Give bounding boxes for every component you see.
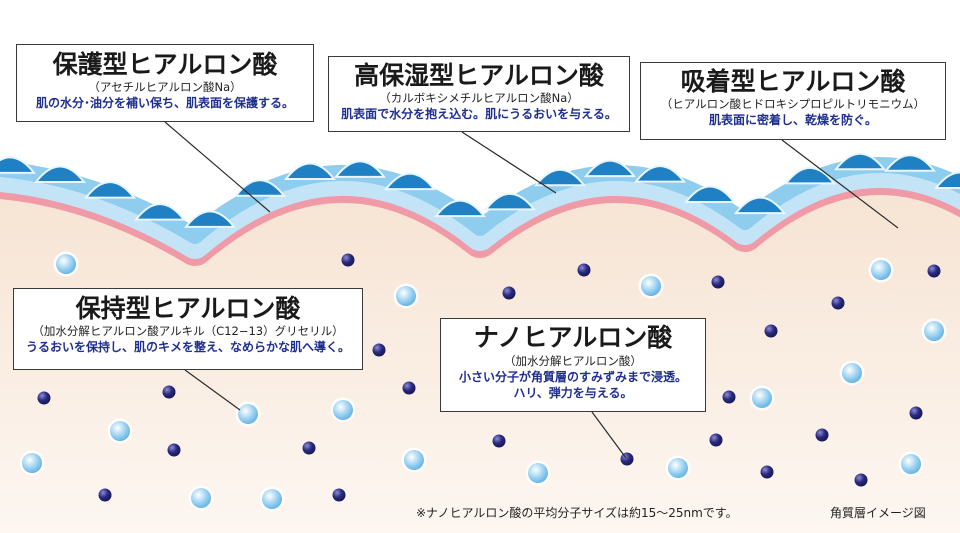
surface-dome xyxy=(583,159,637,178)
leader-line xyxy=(164,121,271,213)
light-hyaluronic-molecule xyxy=(396,286,416,306)
surface-dome xyxy=(533,168,587,187)
light-hyaluronic-molecule xyxy=(924,321,944,341)
surface-dome xyxy=(383,172,437,191)
callout-description: うるおいを保持し、肌のキメを整え、なめらかな肌へ導く。 xyxy=(25,339,350,354)
light-hyaluronic-molecule xyxy=(641,276,661,296)
nano-hyaluronic-molecule xyxy=(341,253,355,267)
surface-dome xyxy=(483,193,537,211)
skin-mid-blue-band xyxy=(0,157,960,244)
light-hyaluronic-molecule xyxy=(901,454,921,474)
nano-hyaluronic-molecule xyxy=(372,343,386,357)
nano-hyaluronic-molecule xyxy=(709,433,723,447)
nano-hyaluronic-molecule xyxy=(492,434,506,448)
nano-hyaluronic-molecule xyxy=(711,275,725,289)
surface-dome xyxy=(883,154,937,172)
light-hyaluronic-molecule xyxy=(404,450,424,470)
leader-line xyxy=(461,131,557,194)
surface-dome xyxy=(733,196,787,215)
nano-hyaluronic-molecule xyxy=(815,428,829,442)
light-hyaluronic-molecule xyxy=(528,463,548,483)
callout-title: 吸着型ヒアルロン酸 xyxy=(680,67,906,96)
callout-nano-hyaluronic: ナノヒアルロン酸 （加水分解ヒアルロン酸） 小さい分子が角質層のすみずみまで浸透… xyxy=(440,318,706,412)
callout-subtitle: （アセチルヒアルロン酸Na） xyxy=(88,80,242,95)
surface-dome xyxy=(133,203,187,221)
callout-subtitle: （加水分解ヒアルロン酸アルキル（C12−13）グリセリル） xyxy=(32,324,344,339)
nano-hyaluronic-molecule xyxy=(760,465,774,479)
surface-dome xyxy=(283,162,337,181)
light-hyaluronic-molecule xyxy=(22,453,42,473)
surface-dome xyxy=(433,199,487,218)
leader-line xyxy=(591,411,627,459)
light-hyaluronic-molecule xyxy=(238,404,258,424)
surface-dome xyxy=(83,181,137,199)
light-hyaluronic-molecule xyxy=(668,458,688,478)
light-hyaluronic-molecule xyxy=(262,489,282,509)
nano-hyaluronic-molecule xyxy=(577,263,591,277)
nano-hyaluronic-molecule xyxy=(37,391,51,405)
nano-hyaluronic-molecule xyxy=(927,264,941,278)
surface-dome xyxy=(933,171,960,189)
nano-hyaluronic-molecule xyxy=(909,406,923,420)
nano-hyaluronic-molecule xyxy=(402,381,416,395)
callout-protective-hyaluronic: 保護型ヒアルロン酸 （アセチルヒアルロン酸Na） 肌の水分･油分を補い保ち、肌表… xyxy=(16,44,314,122)
surface-dome xyxy=(183,210,237,228)
nano-hyaluronic-molecule xyxy=(332,488,346,502)
surface-dome xyxy=(783,167,837,185)
callout-description: 肌表面に密着し、乾燥を防ぐ。 xyxy=(708,112,877,127)
light-hyaluronic-molecule xyxy=(110,421,130,441)
nano-hyaluronic-molecule xyxy=(854,473,868,487)
callout-subtitle: （加水分解ヒアルロン酸） xyxy=(504,354,642,369)
light-hyaluronic-molecule xyxy=(752,388,772,408)
light-hyaluronic-molecule xyxy=(333,400,353,420)
surface-dome xyxy=(683,185,737,204)
surface-dome xyxy=(233,179,287,197)
nano-hyaluronic-molecule xyxy=(831,296,845,310)
light-hyaluronic-molecule xyxy=(191,488,211,508)
light-hyaluronic-molecule xyxy=(56,254,76,274)
light-hyaluronic-molecule xyxy=(871,260,891,280)
leader-line xyxy=(184,369,241,411)
callout-title: ナノヒアルロン酸 xyxy=(473,323,673,352)
nano-hyaluronic-molecule xyxy=(167,443,181,457)
nano-hyaluronic-molecule xyxy=(620,452,634,466)
nano-hyaluronic-molecule xyxy=(302,441,316,455)
callout-title: 高保湿型ヒアルロン酸 xyxy=(354,61,604,90)
callout-description: 肌表面で水分を抱え込む。肌にうるおいを与える。 xyxy=(341,106,617,121)
surface-dome xyxy=(333,160,387,178)
nano-hyaluronic-molecule xyxy=(162,385,176,399)
surface-dome xyxy=(633,165,687,183)
light-hyaluronic-molecule xyxy=(842,363,862,383)
callout-title: 保持型ヒアルロン酸 xyxy=(75,294,301,323)
callout-subtitle: （ヒアルロン酸ヒドロキシプロピルトリモニウム） xyxy=(660,97,926,112)
footnote: ※ナノヒアルロン酸の平均分子サイズは約15〜25nmです。 xyxy=(416,506,738,520)
callout-description: ハリ、弾力を与える。 xyxy=(513,385,633,400)
nano-hyaluronic-molecule xyxy=(764,324,778,338)
nano-hyaluronic-molecule xyxy=(722,390,736,404)
diagram-caption: 角質層イメージ図 xyxy=(830,506,926,520)
surface-dome xyxy=(33,165,87,184)
callout-description: 肌の水分･油分を補い保ち、肌表面を保護する。 xyxy=(35,95,294,110)
callout-description: 小さい分子が角質層のすみずみまで浸透。 xyxy=(458,369,687,384)
leader-line xyxy=(781,139,899,229)
surface-dome xyxy=(0,156,37,174)
nano-hyaluronic-molecule xyxy=(502,286,516,300)
callout-retention-hyaluronic: 保持型ヒアルロン酸 （加水分解ヒアルロン酸アルキル（C12−13）グリセリル） … xyxy=(13,288,363,370)
callout-subtitle: （カルボキシメチルヒアルロン酸Na） xyxy=(379,91,579,106)
callout-high-moisture-hyaluronic: 高保湿型ヒアルロン酸 （カルボキシメチルヒアルロン酸Na） 肌表面で水分を抱え込… xyxy=(328,56,630,132)
callout-adsorption-hyaluronic: 吸着型ヒアルロン酸 （ヒアルロン酸ヒドロキシプロピルトリモニウム） 肌表面に密着… xyxy=(640,62,946,140)
nano-hyaluronic-molecule xyxy=(98,488,112,502)
surface-dome xyxy=(833,152,887,171)
callout-title: 保護型ヒアルロン酸 xyxy=(52,50,278,79)
